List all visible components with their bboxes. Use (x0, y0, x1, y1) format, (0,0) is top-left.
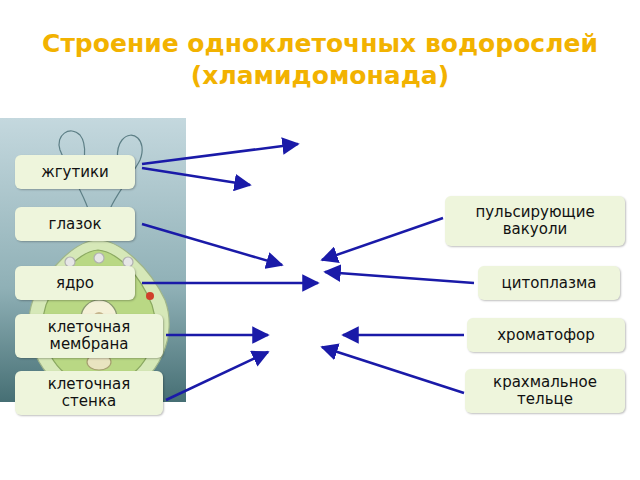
label-box: цитоплазма (478, 266, 620, 300)
leader-line (322, 347, 464, 393)
label-box: клеточная мембрана (15, 314, 163, 358)
part-name: жгутики (41, 164, 109, 181)
leader-line (343, 334, 464, 337)
label-box: ядро (15, 266, 135, 300)
label-box: клеточная стенка (15, 371, 163, 415)
leader-line (142, 282, 318, 285)
picture-ground (0, 118, 186, 402)
part-name: хроматофор (497, 327, 595, 344)
part-name: пульсирующие вакуоли (453, 204, 617, 238)
leader-line (142, 168, 250, 185)
label-box: крахмальное тельце (465, 369, 625, 413)
label-box: пульсирующие вакуоли (445, 196, 625, 246)
label-box: жгутики (15, 155, 135, 189)
title: Строение одноклеточных водорослей (хлами… (0, 28, 640, 92)
label-box: хроматофор (467, 318, 625, 352)
part-name: клеточная стенка (23, 376, 155, 410)
leader-line (166, 352, 268, 400)
leader-line (142, 144, 298, 164)
leader-line (322, 218, 443, 260)
part-name: ядро (56, 275, 94, 292)
leader-line (142, 224, 282, 265)
part-name: глазок (49, 216, 102, 233)
part-name: крахмальное тельце (473, 374, 617, 408)
label-box: глазок (15, 207, 135, 241)
leader-arrows (142, 144, 474, 400)
part-name: цитоплазма (502, 275, 597, 292)
part-name: клеточная мембрана (23, 319, 155, 353)
leader-line (166, 334, 268, 337)
leader-line (325, 272, 474, 283)
